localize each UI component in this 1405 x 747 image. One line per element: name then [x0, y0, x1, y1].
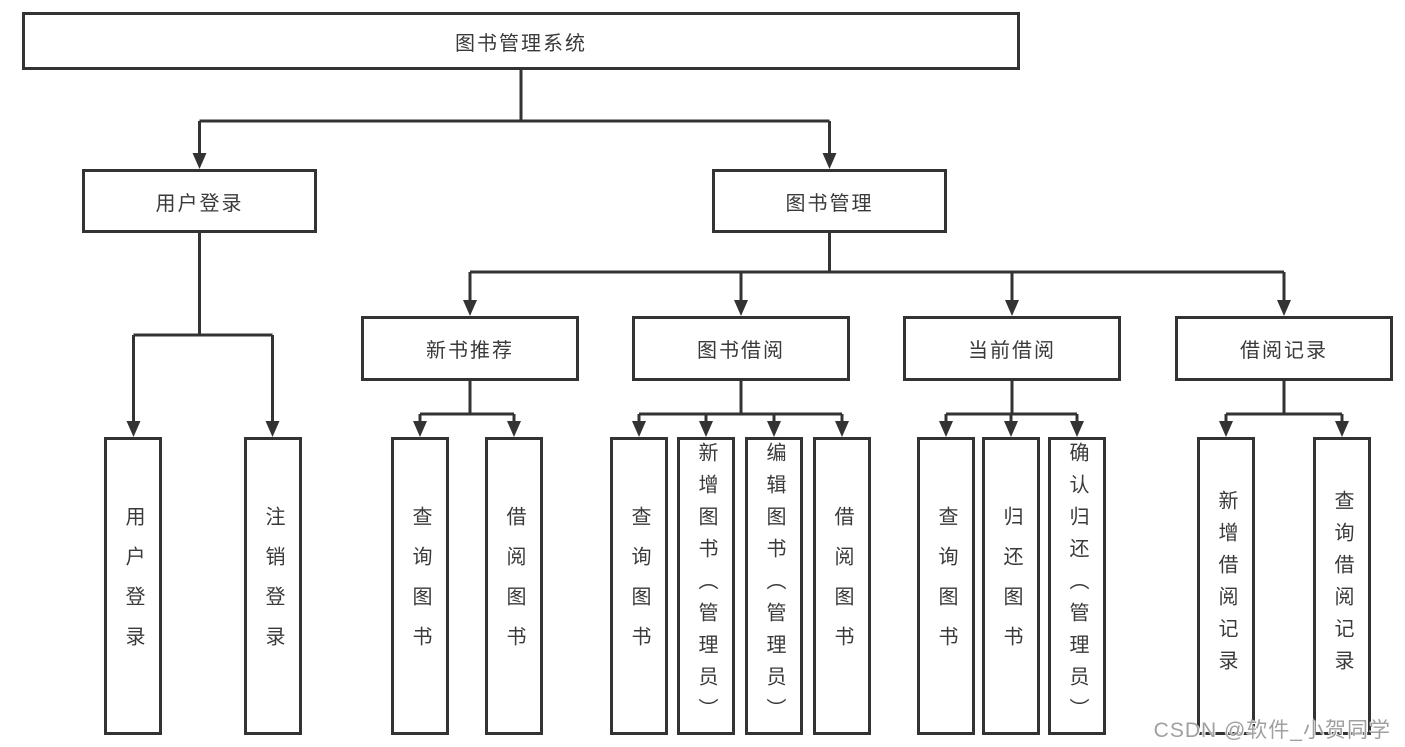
node-book-management-label: 图书管理 [785, 192, 874, 215]
leaf-add-books-admin: 新增图书（管理员） [677, 437, 735, 735]
node-root: 图书管理系统 [22, 12, 1020, 70]
leaf-confirm-return-admin: 确认归还（管理员） [1048, 437, 1106, 735]
leaf-query-books: 查询图书 [610, 437, 668, 735]
leaf-query-borrow-record: 查询借阅记录 [1313, 437, 1371, 735]
leaf-query-borrow-record-label: 查询借阅记录 [1331, 490, 1353, 682]
leaf-edit-books-admin-label: 编辑图书（管理员） [763, 442, 785, 730]
leaf-add-books-admin-label: 新增图书（管理员） [695, 442, 717, 730]
leaf-query-books-label: 查询图书 [409, 506, 431, 666]
leaf-query-books: 查询图书 [917, 437, 975, 735]
leaf-query-books: 查询图书 [391, 437, 449, 735]
node-new-book-recommend-label: 新书推荐 [426, 340, 514, 362]
leaf-borrow-books-label: 借阅图书 [831, 506, 853, 666]
leaf-logout-label: 注销登录 [262, 506, 284, 666]
leaf-query-books-label: 查询图书 [628, 506, 650, 666]
node-current-borrow-label: 当前借阅 [968, 340, 1056, 362]
node-root-label: 图书管理系统 [455, 32, 587, 55]
leaf-confirm-return-admin-label: 确认归还（管理员） [1066, 442, 1088, 730]
csdn-watermark: CSDN @软件_小贺同学 [1153, 719, 1391, 742]
node-user-login-label: 用户登录 [155, 192, 244, 215]
node-current-borrow: 当前借阅 [903, 316, 1121, 381]
leaf-add-borrow-record: 新增借阅记录 [1197, 437, 1255, 735]
leaf-user-login-label: 用户登录 [122, 506, 144, 666]
node-user-login: 用户登录 [82, 169, 317, 233]
leaf-user-login: 用户登录 [104, 437, 162, 735]
node-borrow-records-label: 借阅记录 [1240, 340, 1328, 362]
node-book-management: 图书管理 [712, 169, 947, 233]
leaf-add-borrow-record-label: 新增借阅记录 [1215, 490, 1237, 682]
node-book-borrow-label: 图书借阅 [697, 340, 785, 362]
node-book-borrow: 图书借阅 [632, 316, 850, 381]
arrowheads [126, 153, 1349, 437]
leaf-edit-books-admin: 编辑图书（管理员） [745, 437, 803, 735]
leaf-logout: 注销登录 [244, 437, 302, 735]
leaf-borrow-books: 借阅图书 [813, 437, 871, 735]
node-borrow-records: 借阅记录 [1175, 316, 1393, 381]
leaf-borrow-books-label: 借阅图书 [503, 506, 525, 666]
leaf-borrow-books: 借阅图书 [485, 437, 543, 735]
leaf-return-books-label: 归还图书 [1000, 506, 1022, 666]
leaf-return-books: 归还图书 [982, 437, 1040, 735]
node-new-book-recommend: 新书推荐 [361, 316, 579, 381]
leaf-query-books-label: 查询图书 [935, 506, 957, 666]
